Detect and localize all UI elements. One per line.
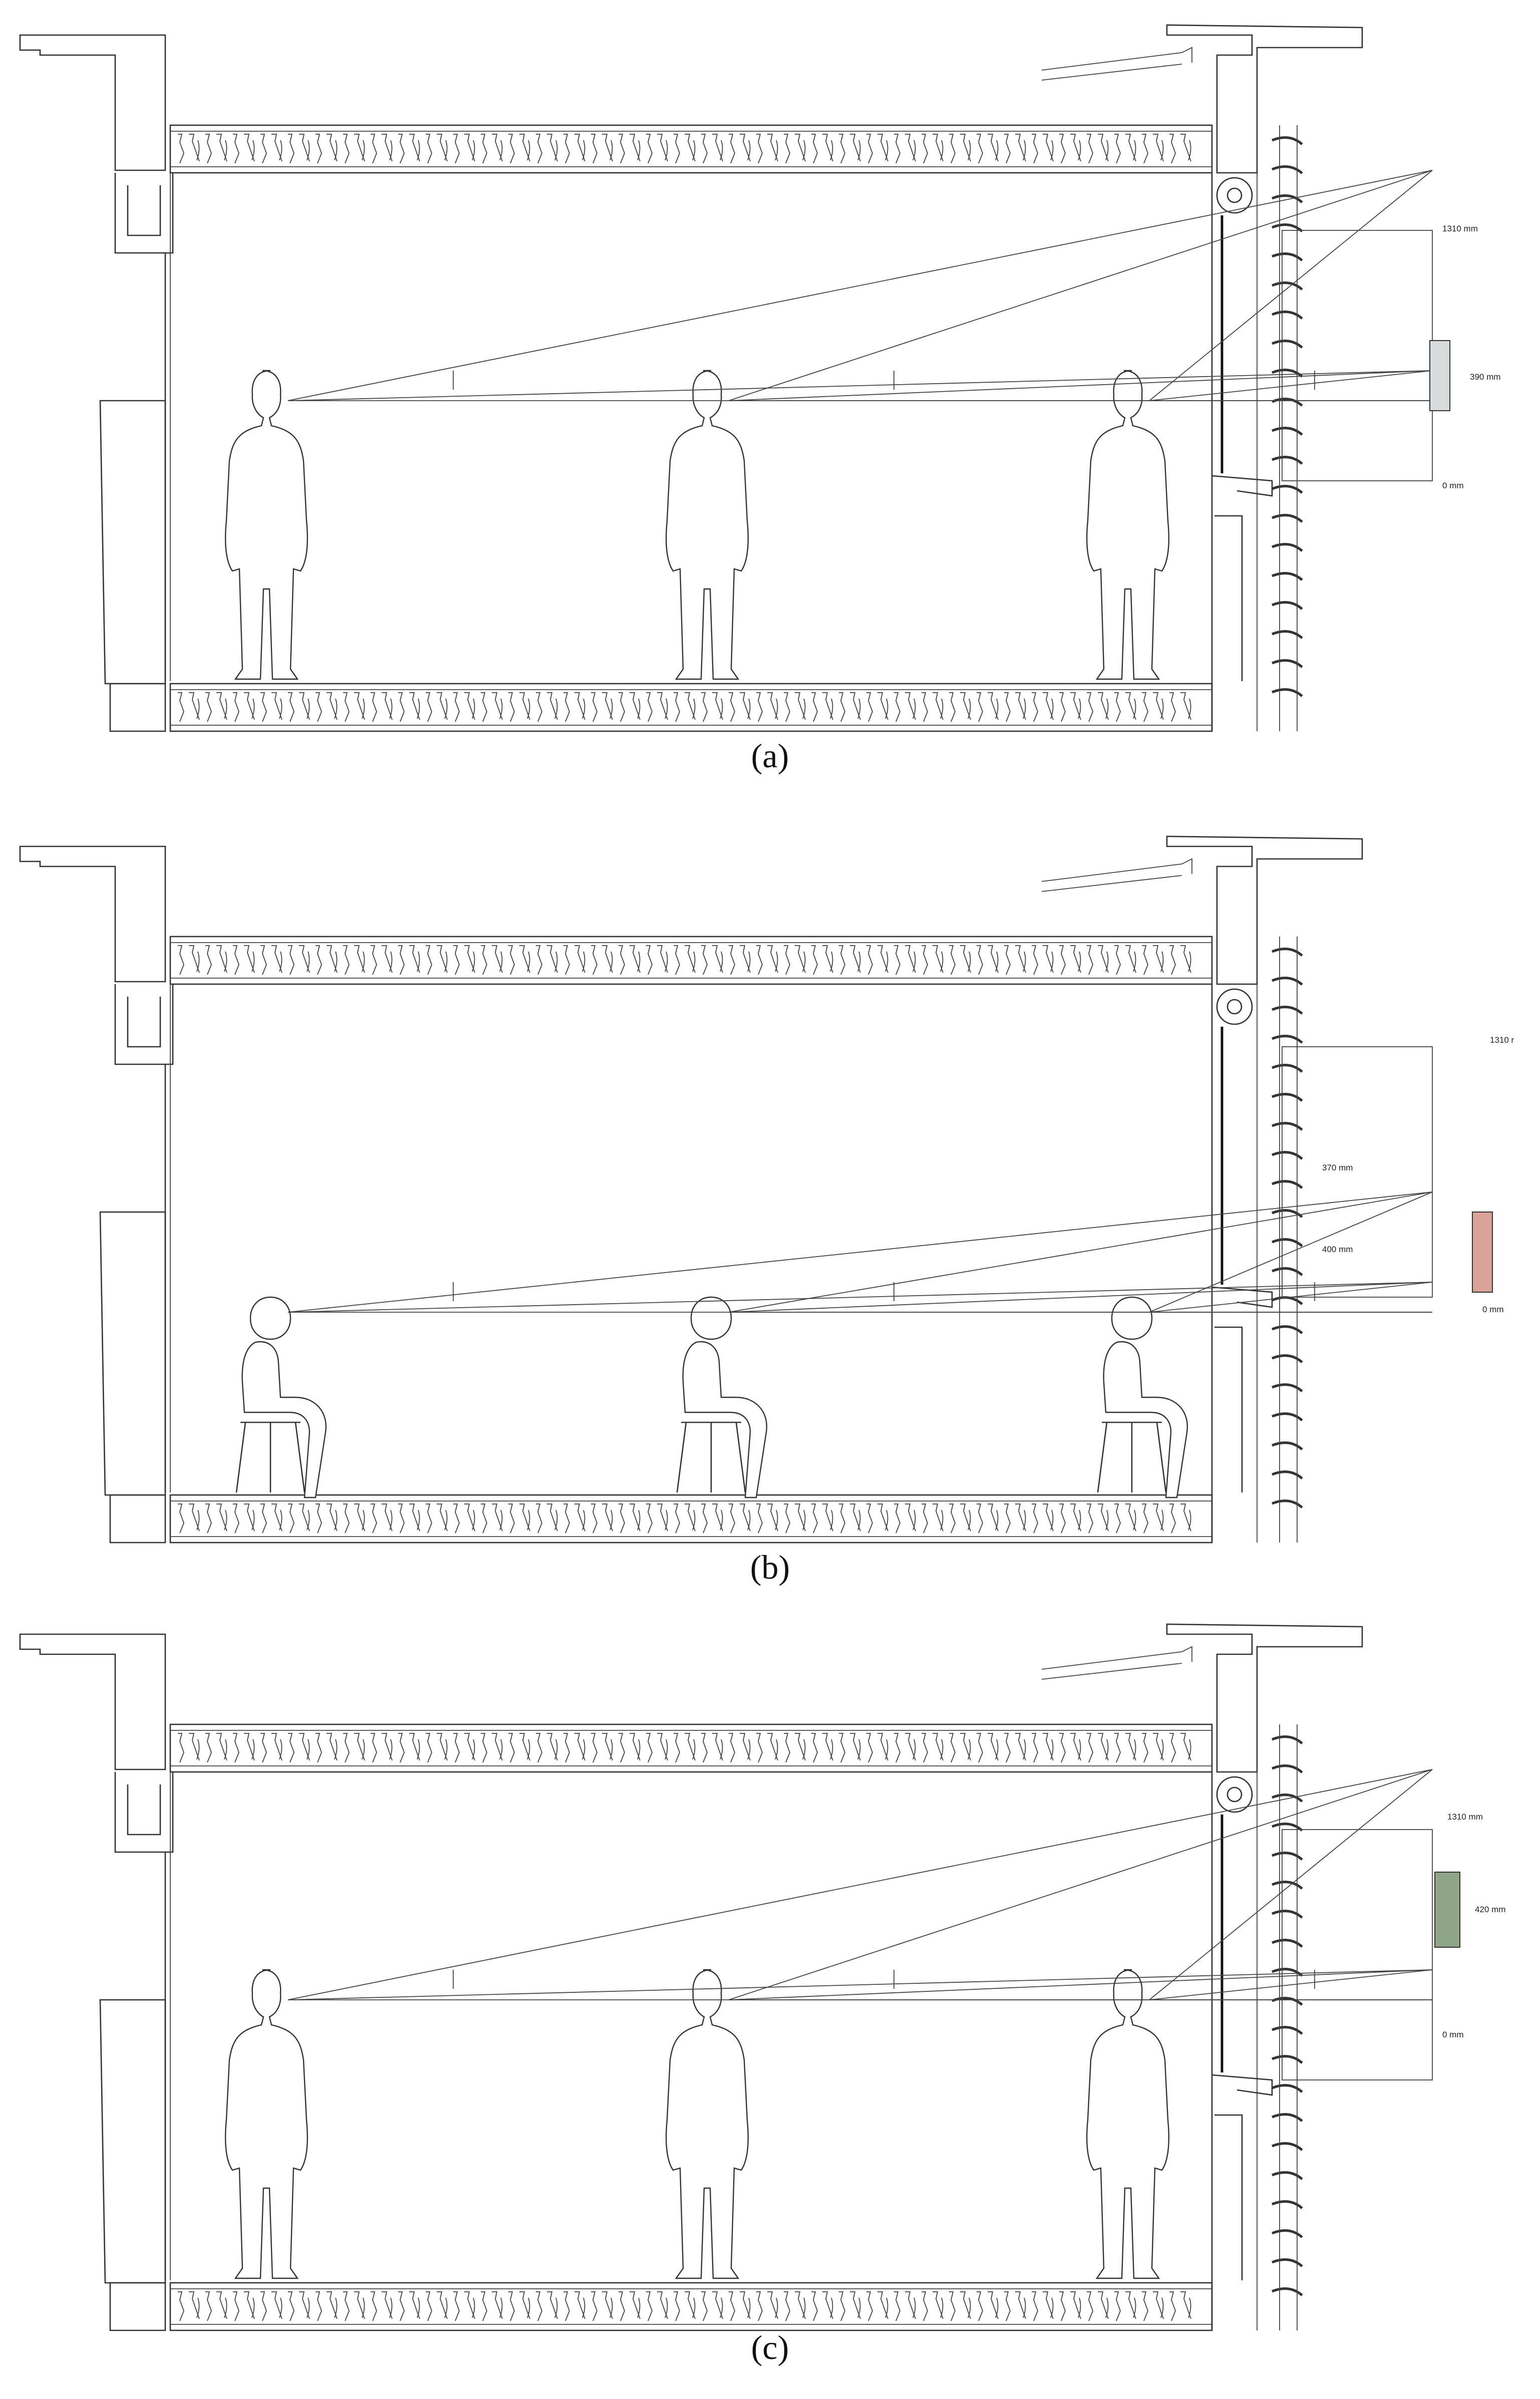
left-cabinet bbox=[99, 1211, 166, 1496]
ceiling-slab bbox=[169, 1723, 1213, 1773]
sightline-top-1 bbox=[287, 170, 1433, 401]
occupant-2 bbox=[665, 1969, 749, 2279]
left-base bbox=[109, 683, 166, 732]
ceiling-slab-hollow-cores bbox=[178, 945, 1191, 975]
floor-slab-hollow-cores bbox=[178, 692, 1191, 722]
dim-top-a: 1310 mm bbox=[1442, 224, 1478, 233]
panel-a: 1310 mm 390 mm 0 mm (a) bbox=[0, 0, 1540, 800]
blind-roller bbox=[1216, 1776, 1253, 1813]
sightline-top-1 bbox=[287, 1191, 1433, 1313]
ceiling-slab bbox=[169, 936, 1213, 985]
dim-middle-a: 390 mm bbox=[1470, 372, 1500, 382]
occupant-3 bbox=[1086, 1969, 1170, 2279]
floor-slab-hollow-cores bbox=[178, 2291, 1191, 2321]
ceiling-slab bbox=[169, 124, 1213, 174]
occupant-2-stool bbox=[676, 1421, 746, 1493]
left-parapet bbox=[19, 34, 166, 171]
panel-c: 1310 mm 420 mm 0 mm (c) bbox=[0, 1599, 1540, 2399]
sightline-top-2 bbox=[728, 170, 1433, 401]
occupant-3-stool bbox=[1097, 1421, 1167, 1493]
blind-roller bbox=[1216, 177, 1253, 214]
left-parapet bbox=[19, 845, 166, 983]
sightline-mid-1 bbox=[287, 370, 1433, 401]
left-parapet bbox=[19, 1633, 166, 1770]
occupant-1 bbox=[224, 1969, 309, 2279]
left-cabinet bbox=[99, 400, 166, 685]
sightline-mid-3 bbox=[1149, 1969, 1433, 2000]
external-louvres bbox=[1272, 136, 1303, 697]
swatch-b bbox=[1472, 1212, 1493, 1293]
awning bbox=[1041, 47, 1192, 81]
radiator-panel bbox=[1214, 1326, 1243, 1492]
dimension-box-a: 1310 mm 390 mm 0 mm bbox=[1429, 224, 1500, 490]
sightline-mid-2 bbox=[728, 370, 1433, 401]
occupant-1 bbox=[241, 1296, 327, 1498]
left-duct-box bbox=[114, 984, 174, 1065]
right-parapet bbox=[1166, 835, 1363, 985]
external-louvres bbox=[1272, 948, 1303, 1509]
radiator-panel bbox=[1214, 515, 1243, 681]
left-duct-box bbox=[114, 1772, 174, 1853]
ceiling-slab-hollow-cores bbox=[178, 134, 1191, 164]
right-parapet bbox=[1166, 1623, 1363, 1773]
occupant-2 bbox=[665, 370, 749, 680]
sightline-top-1 bbox=[287, 1769, 1433, 2000]
dim-bottom-b: 0 mm bbox=[1482, 1305, 1504, 1314]
swatch-a bbox=[1429, 340, 1450, 411]
radiator-panel bbox=[1214, 2114, 1243, 2280]
window-sill bbox=[1211, 475, 1273, 497]
occupant-2 bbox=[682, 1296, 768, 1498]
sightline-mid-2 bbox=[728, 1969, 1433, 2000]
occupant-1 bbox=[224, 370, 309, 680]
caption-c: (c) bbox=[751, 2328, 789, 2366]
dim-bottom-a: 0 mm bbox=[1442, 481, 1464, 490]
left-duct-box bbox=[114, 173, 174, 254]
caption-b: (b) bbox=[750, 1548, 790, 1586]
awning bbox=[1041, 858, 1192, 892]
left-cabinet bbox=[99, 1999, 166, 2284]
occupant-3 bbox=[1086, 370, 1170, 680]
sightline-mid-1 bbox=[287, 1282, 1433, 1313]
section-drawing-b: 1310 r 370 mm 400 mm 0 mm bbox=[19, 835, 1514, 1544]
caption-a: (a) bbox=[751, 737, 789, 775]
swatch-c bbox=[1434, 1872, 1460, 1948]
dim-middle-b: 370 mm bbox=[1322, 1163, 1353, 1172]
sightline-mid-1 bbox=[287, 1969, 1433, 2000]
sightline-top-2 bbox=[728, 1769, 1433, 2000]
sightline-top-3 bbox=[1149, 170, 1433, 401]
external-louvres bbox=[1272, 1735, 1303, 2296]
dimension-box-c: 1310 mm 420 mm 0 mm bbox=[1434, 1812, 1505, 2039]
sightline-top-3 bbox=[1149, 1769, 1433, 2000]
occupant-3 bbox=[1103, 1296, 1188, 1498]
occupant-1-stool bbox=[235, 1421, 305, 1493]
window-sill bbox=[1211, 2074, 1273, 2096]
dimension-box-b: 1310 r 370 mm 400 mm 0 mm bbox=[1322, 1035, 1514, 1314]
dim-second-b: 400 mm bbox=[1322, 1245, 1353, 1254]
section-drawing-a: 1310 mm 390 mm 0 mm bbox=[19, 24, 1500, 732]
section-drawing-c: 1310 mm 420 mm 0 mm bbox=[19, 1623, 1505, 2331]
right-parapet bbox=[1166, 24, 1363, 174]
left-base bbox=[109, 1494, 166, 1544]
sightline-top-2 bbox=[728, 1191, 1433, 1313]
ceiling-slab-hollow-cores bbox=[178, 1733, 1191, 1763]
blind-roller-core bbox=[1226, 999, 1243, 1015]
sightline-mid-3 bbox=[1149, 370, 1433, 401]
floor-slab-hollow-cores bbox=[178, 1504, 1191, 1534]
awning bbox=[1041, 1646, 1192, 1680]
blind-roller-core bbox=[1226, 1786, 1243, 1803]
dimension-frame bbox=[1282, 230, 1433, 481]
left-base bbox=[109, 2282, 166, 2331]
sightline-top-3 bbox=[1149, 1191, 1433, 1313]
dim-top-c: 1310 mm bbox=[1447, 1812, 1483, 1822]
dimension-frame bbox=[1282, 1829, 1433, 2080]
dim-bottom-c: 0 mm bbox=[1442, 2030, 1464, 2039]
blind-roller bbox=[1216, 988, 1253, 1025]
dim-middle-c: 420 mm bbox=[1475, 1905, 1505, 1914]
dimension-frame bbox=[1282, 1046, 1433, 1298]
dim-top-b: 1310 r bbox=[1490, 1035, 1514, 1045]
blind-roller-core bbox=[1226, 187, 1243, 203]
panel-b: 1310 r 370 mm 400 mm 0 mm (b) bbox=[0, 811, 1540, 1611]
